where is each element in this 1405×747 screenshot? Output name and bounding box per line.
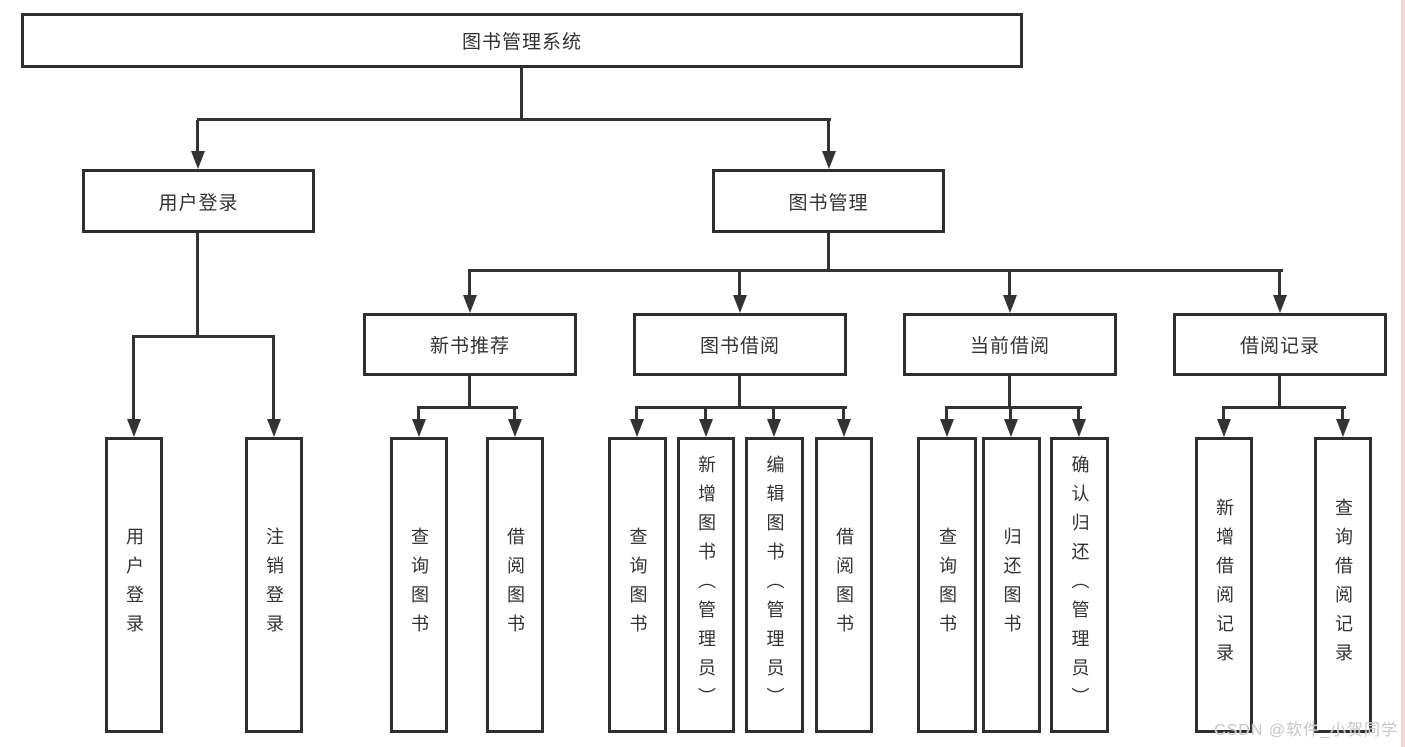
connector-line bbox=[738, 272, 741, 296]
leaf-record-query: 查询借阅记录 bbox=[1314, 437, 1372, 733]
connector-line bbox=[1008, 376, 1011, 408]
leaf-borrow-query: 查询图书 bbox=[608, 437, 667, 733]
connector-line bbox=[1278, 272, 1281, 296]
connector-line bbox=[772, 409, 775, 421]
connector-line bbox=[1278, 376, 1281, 408]
right-edge-strip bbox=[1401, 0, 1405, 747]
connector-line bbox=[468, 269, 1283, 272]
leaf-newbook-query-label: 查询图书 bbox=[409, 527, 429, 643]
arrow-down-icon bbox=[127, 419, 141, 437]
leaf-newbook-borrow: 借阅图书 bbox=[486, 437, 544, 733]
leaf-borrow-query-label: 查询图书 bbox=[627, 527, 648, 643]
arrow-down-icon bbox=[822, 151, 836, 169]
arrow-down-icon bbox=[767, 419, 781, 437]
leaf-borrow-edit-book: 编辑图书（管理员） bbox=[745, 437, 804, 733]
connector-line bbox=[417, 406, 518, 409]
node-root: 图书管理系统 bbox=[21, 13, 1023, 68]
leaf-record-add-label: 新增借阅记录 bbox=[1214, 498, 1234, 672]
arrow-down-icon bbox=[1003, 295, 1017, 313]
leaf-borrow-add-book: 新增图书（管理员） bbox=[677, 437, 735, 733]
connector-line bbox=[827, 233, 830, 271]
node-user-login-label: 用户登录 bbox=[158, 192, 239, 214]
arrow-down-icon bbox=[463, 295, 477, 313]
connector-line bbox=[827, 120, 830, 152]
node-book-borrow-label: 图书借阅 bbox=[699, 336, 780, 357]
connector-line bbox=[635, 406, 847, 409]
connector-line bbox=[520, 68, 523, 120]
node-current-borrow: 当前借阅 bbox=[903, 313, 1117, 376]
connector-line bbox=[417, 409, 420, 421]
connector-line bbox=[196, 120, 199, 152]
leaf-record-query-label: 查询借阅记录 bbox=[1333, 498, 1353, 672]
leaf-logout-label: 注销登录 bbox=[264, 527, 284, 643]
leaf-borrow-borrow-book-label: 借阅图书 bbox=[834, 527, 854, 643]
node-current-borrow-label: 当前借阅 bbox=[969, 336, 1050, 357]
connector-line bbox=[842, 409, 845, 421]
node-borrow-records: 借阅记录 bbox=[1173, 313, 1387, 376]
node-new-book-recommend-label: 新书推荐 bbox=[429, 336, 510, 357]
leaf-logout: 注销登录 bbox=[245, 437, 303, 733]
connector-line bbox=[704, 409, 707, 421]
connector-line bbox=[1222, 409, 1225, 421]
connector-line bbox=[196, 233, 199, 337]
leaf-user-login: 用户登录 bbox=[105, 437, 163, 733]
node-book-management: 图书管理 bbox=[712, 169, 945, 233]
leaf-newbook-borrow-label: 借阅图书 bbox=[505, 527, 525, 643]
leaf-borrow-add-book-label: 新增图书（管理员） bbox=[696, 454, 716, 716]
connector-line bbox=[272, 338, 275, 420]
arrow-down-icon bbox=[1072, 419, 1086, 437]
leaf-current-return-label: 归还图书 bbox=[1001, 527, 1022, 643]
node-book-borrow: 图书借阅 bbox=[633, 313, 847, 376]
arrow-down-icon bbox=[267, 419, 281, 437]
arrow-down-icon bbox=[733, 295, 747, 313]
connector-line bbox=[1009, 409, 1012, 421]
arrow-down-icon bbox=[191, 151, 205, 169]
node-book-management-label: 图书管理 bbox=[788, 192, 869, 214]
arrow-down-icon bbox=[1336, 419, 1350, 437]
leaf-current-return: 归还图书 bbox=[982, 437, 1041, 733]
node-borrow-records-label: 借阅记录 bbox=[1239, 336, 1320, 357]
connector-line bbox=[1008, 272, 1011, 296]
node-root-label: 图书管理系统 bbox=[461, 32, 582, 53]
leaf-newbook-query: 查询图书 bbox=[390, 437, 448, 733]
csdn-watermark: CSDN @软件_小贺同学 bbox=[1214, 722, 1398, 739]
arrow-down-icon bbox=[1217, 419, 1231, 437]
connector-line bbox=[1077, 409, 1080, 421]
node-user-login: 用户登录 bbox=[82, 169, 315, 233]
leaf-current-confirm-return-label: 确认归还（管理员） bbox=[1069, 454, 1090, 716]
arrow-down-icon bbox=[699, 419, 713, 437]
leaf-current-confirm-return: 确认归还（管理员） bbox=[1050, 437, 1109, 733]
connector-line bbox=[468, 272, 471, 296]
arrow-down-icon bbox=[412, 419, 426, 437]
connector-line bbox=[513, 409, 516, 421]
arrow-down-icon bbox=[1273, 295, 1287, 313]
arrow-down-icon bbox=[837, 419, 851, 437]
arrow-down-icon bbox=[630, 419, 644, 437]
leaf-current-query: 查询图书 bbox=[917, 437, 977, 733]
arrow-down-icon bbox=[508, 419, 522, 437]
connector-line bbox=[468, 376, 471, 408]
connector-line bbox=[635, 409, 638, 421]
leaf-current-query-label: 查询图书 bbox=[937, 527, 957, 643]
leaf-record-add: 新增借阅记录 bbox=[1195, 437, 1253, 733]
leaf-borrow-borrow-book: 借阅图书 bbox=[815, 437, 873, 733]
arrow-down-icon bbox=[940, 419, 954, 437]
connector-line bbox=[1341, 409, 1344, 421]
connector-line bbox=[738, 376, 741, 408]
connector-line bbox=[945, 406, 1082, 409]
node-new-book-recommend: 新书推荐 bbox=[363, 313, 577, 376]
connector-line bbox=[945, 409, 948, 421]
connector-line bbox=[132, 335, 275, 338]
connector-line bbox=[1222, 406, 1346, 409]
connector-line bbox=[197, 118, 831, 121]
leaf-borrow-edit-book-label: 编辑图书（管理员） bbox=[764, 454, 785, 716]
leaf-user-login-label: 用户登录 bbox=[124, 527, 144, 643]
arrow-down-icon bbox=[1004, 419, 1018, 437]
connector-line bbox=[132, 338, 135, 420]
